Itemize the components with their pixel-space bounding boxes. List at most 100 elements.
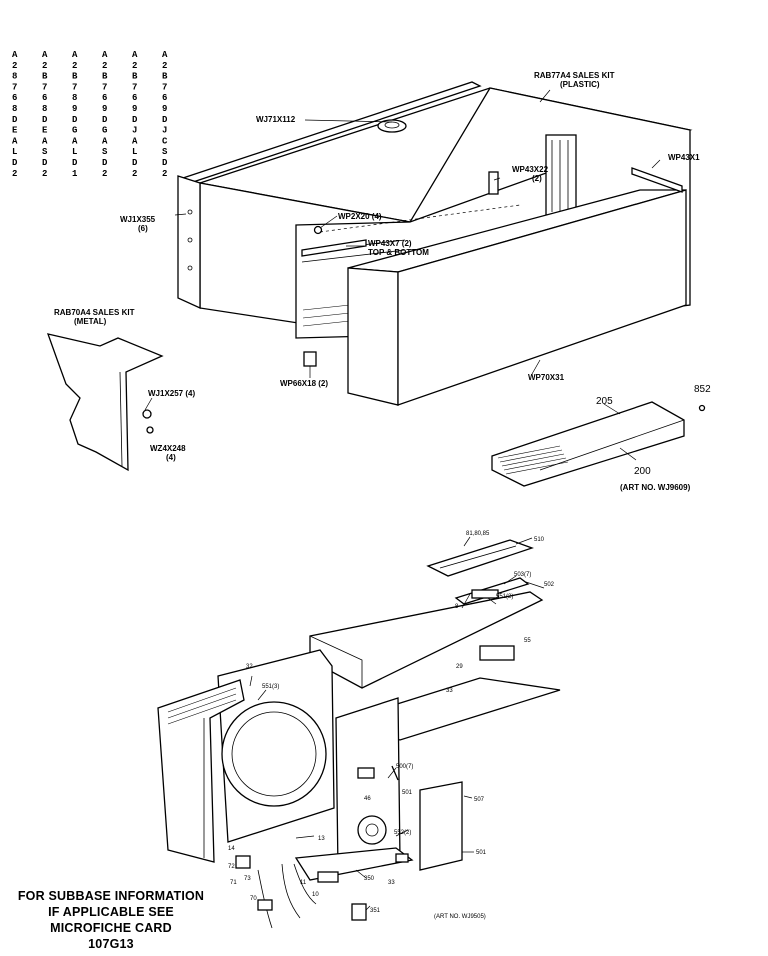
- model-char: J: [162, 126, 167, 136]
- switch-72: [235, 855, 251, 869]
- subbase-note: FOR SUBBASE INFORMATION IF APPLICABLE SE…: [6, 888, 216, 952]
- label-art-bottom: (ART NO. WJ9505): [434, 914, 486, 920]
- label-200: 200: [634, 466, 651, 477]
- model-char: 8: [72, 93, 77, 103]
- label-205: 205: [596, 396, 613, 407]
- model-char: B: [102, 72, 108, 82]
- model-char: 7: [12, 82, 17, 92]
- model-char: 9: [72, 104, 77, 114]
- label-wp43x7-l2: TOP & BOTTOM: [368, 248, 429, 257]
- model-char: D: [132, 158, 138, 168]
- model-char: G: [72, 126, 77, 136]
- label-46: 46: [364, 796, 371, 802]
- model-char: B: [72, 72, 78, 82]
- model-char: D: [12, 158, 18, 168]
- label-8: 8: [455, 604, 459, 610]
- label-552: 552(2): [394, 830, 411, 836]
- label-wp2x20: WP2X20 (4): [338, 212, 382, 221]
- note-line-1: FOR SUBBASE INFORMATION: [17, 889, 205, 903]
- base-pan: [491, 401, 706, 487]
- label-72: 72: [228, 864, 235, 870]
- model-char: 2: [42, 61, 47, 71]
- capacitor: [479, 645, 515, 661]
- label-art-top: (ART NO. WJ9609): [620, 483, 691, 492]
- model-char: D: [102, 158, 108, 168]
- label-501: 501: [402, 790, 413, 796]
- model-char: 2: [12, 169, 17, 179]
- model-char: 1: [72, 169, 78, 179]
- model-char: A: [12, 136, 18, 146]
- label-510: 510: [534, 537, 545, 543]
- model-char: B: [42, 72, 48, 82]
- label-33: 33: [446, 688, 453, 694]
- label-33b: 33: [388, 880, 395, 886]
- model-char: D: [42, 158, 48, 168]
- model-char: 2: [162, 169, 167, 179]
- model-char: 8: [12, 72, 17, 82]
- label-wj71x112: WJ71X112: [256, 115, 296, 124]
- note-line-2: IF APPLICABLE SEE: [48, 905, 174, 919]
- model-char: 6: [132, 93, 137, 103]
- model-char: L: [12, 147, 17, 157]
- model-char: D: [72, 115, 78, 125]
- model-char: A: [102, 136, 108, 146]
- model-char: 9: [132, 104, 137, 114]
- label-852: 852: [694, 384, 711, 395]
- top-part-labels: RAB77A4 SALES KIT (PLASTIC) WJ71X112 WP4…: [54, 71, 711, 492]
- model-char: D: [72, 158, 78, 168]
- label-wj1x355-l2: (6): [138, 224, 148, 233]
- front-panel-face: [397, 189, 687, 406]
- label-wp43x22-l2: (2): [532, 174, 542, 183]
- model-char: 2: [132, 169, 137, 179]
- model-char: 7: [72, 82, 77, 92]
- fan-motor: [357, 815, 387, 845]
- model-char: D: [162, 115, 168, 125]
- screw-wj1x257: [142, 409, 152, 419]
- switch-block: [471, 589, 499, 599]
- clip-wp66x18: [303, 351, 317, 367]
- bottom-part-labels: 81,80,85 510 503(7) 502 551(2) 8 55 32 2…: [228, 531, 555, 920]
- center-divider: [335, 697, 401, 871]
- model-char: 6: [102, 93, 107, 103]
- label-70: 70: [250, 896, 257, 902]
- label-wp66x18: WP66X18 (2): [280, 379, 328, 388]
- model-char: 7: [42, 82, 47, 92]
- label-11: 11: [300, 880, 307, 886]
- model-char: E: [12, 126, 18, 136]
- model-char: J: [132, 126, 137, 136]
- model-char: L: [72, 147, 77, 157]
- model-char: 8: [12, 104, 17, 114]
- model-char: 2: [162, 61, 167, 71]
- model-char: C: [162, 136, 168, 146]
- model-char: S: [162, 147, 168, 157]
- label-wj1x355-l1: WJ1X355: [120, 215, 156, 224]
- label-wp43x7-l1: WP43X7 (2): [368, 239, 412, 248]
- label-wp70x31: WP70X31: [528, 373, 565, 382]
- label-wp43x1: WP43X1: [668, 153, 700, 162]
- clip-wp43x22: [488, 171, 499, 195]
- cabinet-assembly: [174, 81, 693, 406]
- model-char: L: [132, 147, 137, 157]
- model-char: S: [102, 147, 108, 157]
- label-351: 351: [370, 908, 381, 914]
- label-551b: 551(3): [262, 684, 279, 690]
- model-char: 7: [132, 82, 137, 92]
- thermostat: [357, 767, 375, 779]
- label-10: 10: [312, 892, 319, 898]
- model-char: 2: [132, 61, 137, 71]
- model-char: 9: [102, 104, 107, 114]
- top-latch: [377, 119, 407, 133]
- label-73: 73: [244, 876, 251, 882]
- evaporator-coil: [157, 679, 245, 863]
- model-char: D: [162, 158, 168, 168]
- model-char: 9: [162, 104, 167, 114]
- model-char: A: [72, 136, 78, 146]
- model-char: A: [72, 50, 78, 60]
- chassis-top-cover: [309, 591, 544, 689]
- model-char: 6: [162, 93, 167, 103]
- model-char: 2: [12, 61, 17, 71]
- bracket-33: [395, 853, 409, 863]
- metal-side-panel: [46, 333, 164, 472]
- label-wz4x248-l1: WZ4X248: [150, 444, 186, 453]
- screw-wp2x20: [313, 225, 323, 235]
